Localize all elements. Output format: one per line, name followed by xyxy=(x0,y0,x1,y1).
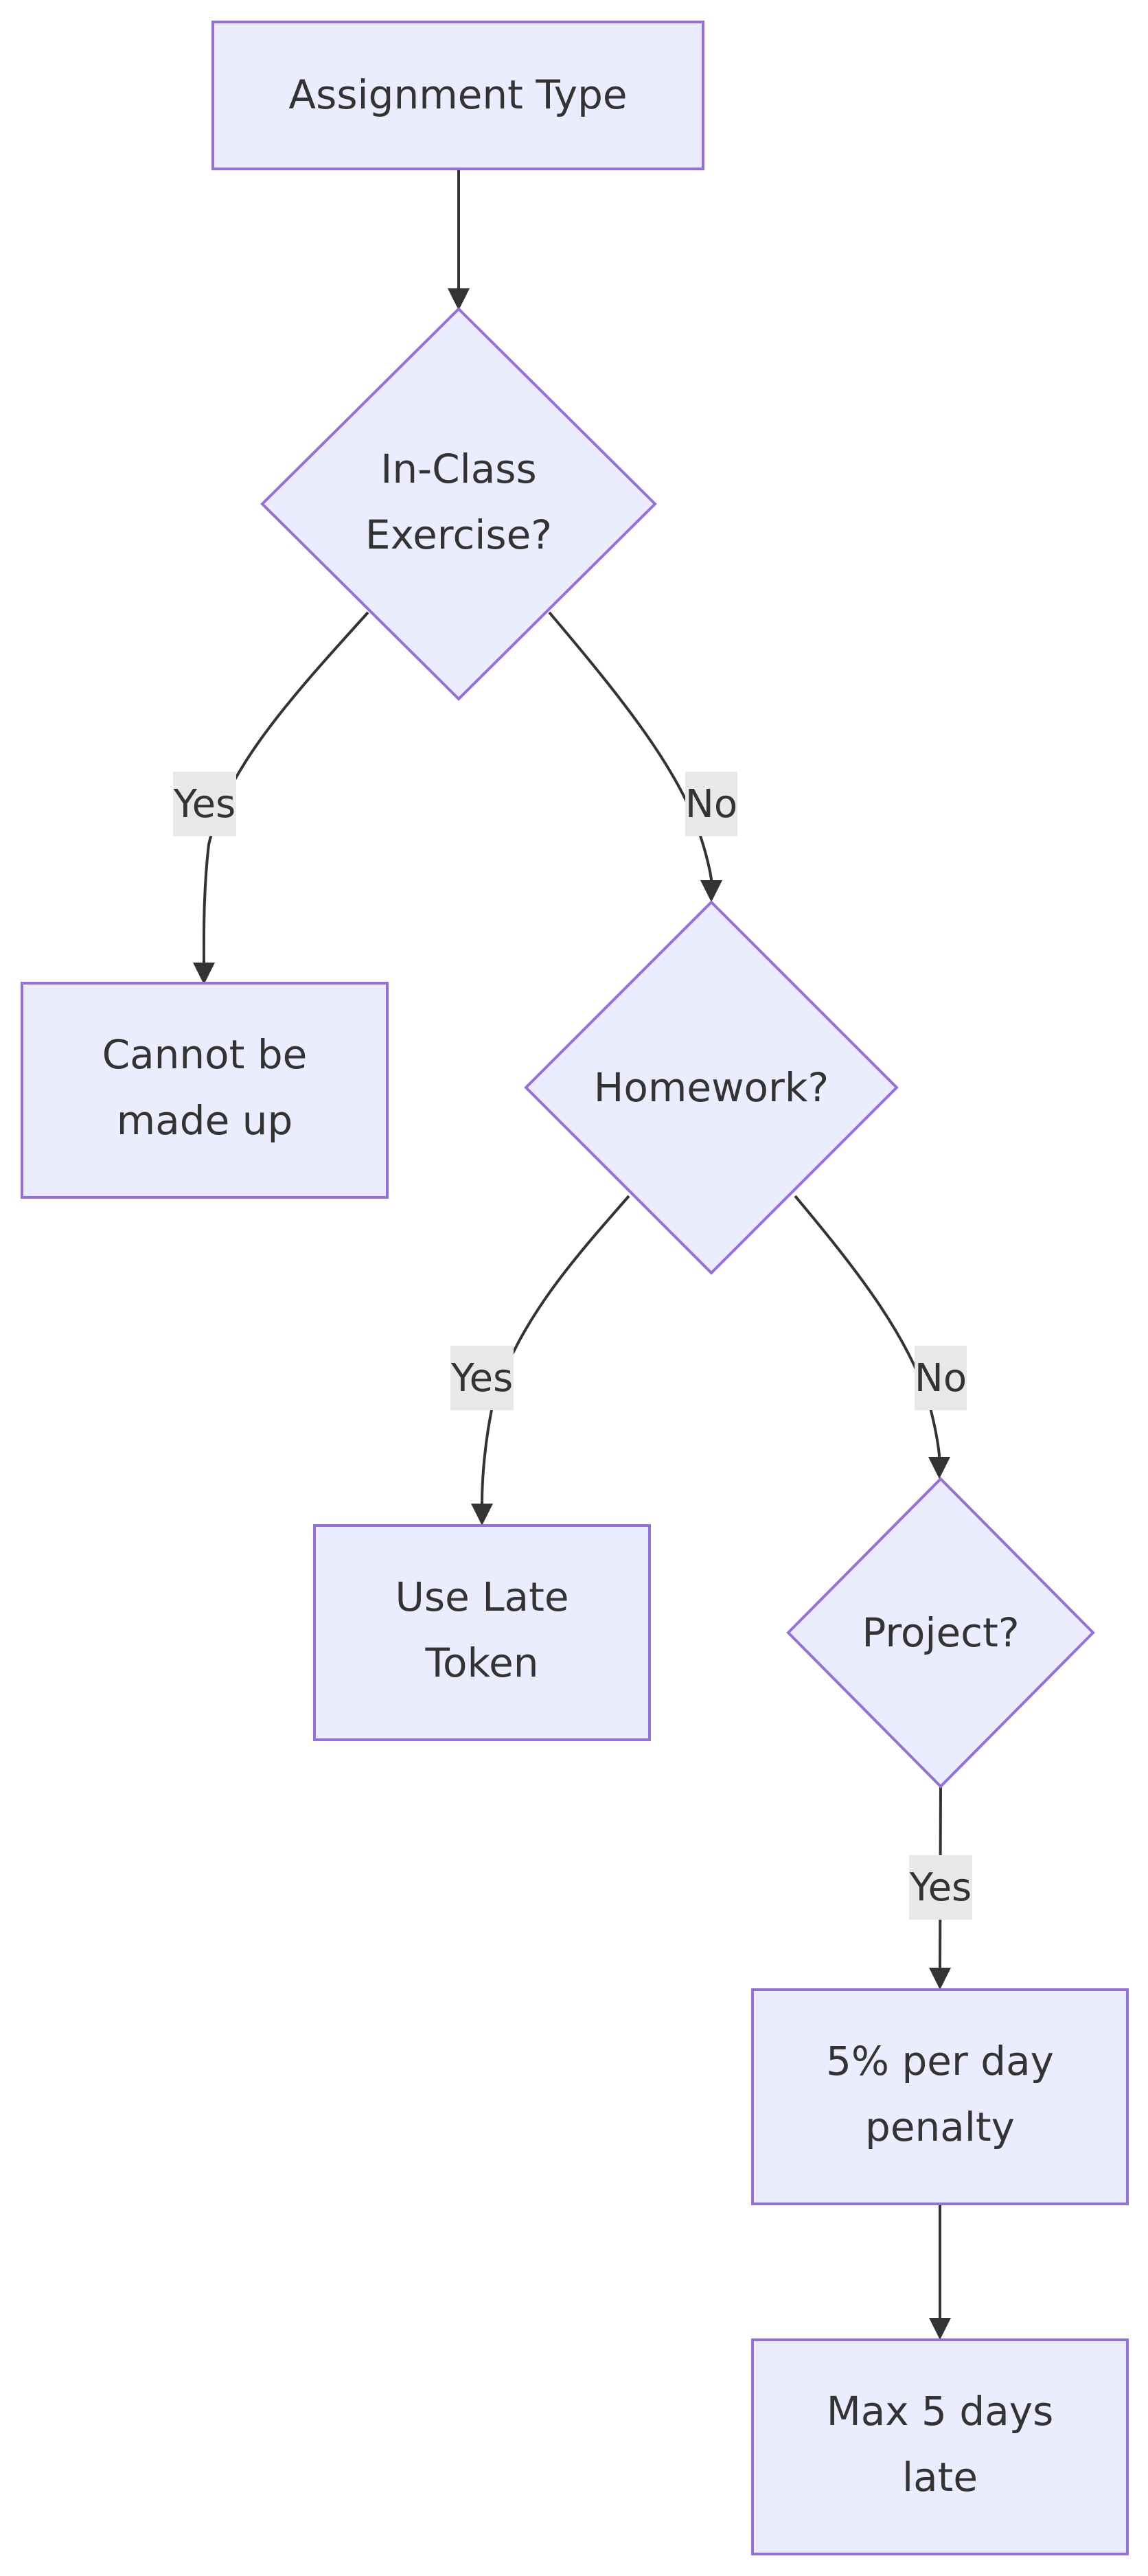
node-assignment-type: Assignment Type xyxy=(211,21,704,170)
svg-text:Cannot be: Cannot be xyxy=(102,1031,308,1078)
node-use-late-token: Use Late Token xyxy=(313,1524,651,1741)
node-cannot-be-made-up: Cannot be made up xyxy=(21,982,389,1199)
svg-text:5% per day: 5% per day xyxy=(826,2038,1054,2084)
svg-text:Project?: Project? xyxy=(862,1609,1019,1656)
svg-text:late: late xyxy=(902,2454,978,2500)
edge-label-project-yes: Yes xyxy=(909,1855,972,1920)
svg-text:Exercise?: Exercise? xyxy=(365,511,552,558)
node-in-class-exercise: In-Class Exercise? xyxy=(260,307,657,701)
edge-homework-no xyxy=(794,1195,941,1458)
edge-label-inclass-yes: Yes xyxy=(173,772,236,836)
svg-text:Yes: Yes xyxy=(450,1356,513,1401)
node-homework: Homework? xyxy=(524,900,899,1275)
svg-text:Max 5 days: Max 5 days xyxy=(827,2388,1054,2435)
arrowhead-use-late-token xyxy=(471,1504,493,1526)
svg-text:Yes: Yes xyxy=(909,1865,972,1910)
svg-text:penalty: penalty xyxy=(865,2104,1015,2150)
edge-label-inclass-no: No xyxy=(685,772,737,836)
svg-text:No: No xyxy=(915,1356,967,1401)
arrowhead-homework xyxy=(700,880,722,902)
edge-inclass-no xyxy=(548,611,713,881)
svg-text:In-Class: In-Class xyxy=(380,446,536,492)
svg-text:Assignment Type: Assignment Type xyxy=(288,71,627,118)
arrowhead-penalty xyxy=(929,1968,951,1990)
svg-text:made up: made up xyxy=(117,1097,293,1144)
arrowhead-max-days xyxy=(929,2318,951,2340)
svg-text:Homework?: Homework? xyxy=(594,1064,829,1111)
node-max-5-days-late: Max 5 days late xyxy=(751,2338,1129,2555)
svg-text:Use Late: Use Late xyxy=(395,1574,569,1620)
arrowhead-project xyxy=(928,1457,950,1479)
edge-label-homework-no: No xyxy=(915,1346,967,1410)
node-project: Project? xyxy=(786,1477,1095,1789)
svg-text:Yes: Yes xyxy=(173,782,236,827)
arrowhead-inclass xyxy=(448,288,470,310)
arrowhead-cannot-make-up xyxy=(193,963,215,985)
svg-text:Token: Token xyxy=(424,1640,538,1686)
node-penalty: 5% per day penalty xyxy=(751,1988,1129,2205)
edge-label-homework-yes: Yes xyxy=(450,1346,514,1410)
svg-text:No: No xyxy=(685,782,737,827)
